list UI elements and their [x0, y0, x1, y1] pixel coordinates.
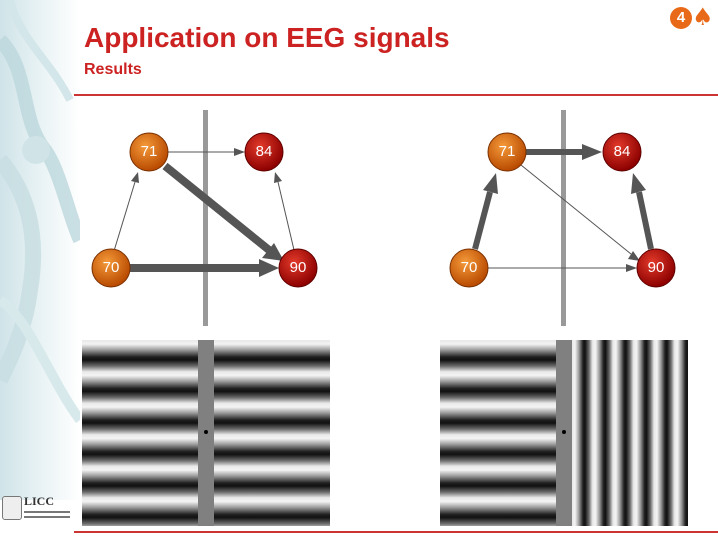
- arrowhead: [259, 259, 279, 277]
- arrowhead: [582, 144, 602, 160]
- edge-90-84: [277, 181, 295, 251]
- node-label-71: 71: [140, 143, 158, 160]
- node-84: [244, 132, 284, 172]
- node-71: [129, 132, 169, 172]
- grating-left: [82, 340, 198, 526]
- arrowhead: [631, 173, 646, 194]
- node-70: [91, 248, 131, 288]
- slide-subtitle: Results: [84, 61, 142, 78]
- node-90: [636, 248, 676, 288]
- edge-70-71: [113, 181, 136, 252]
- arrowhead: [628, 251, 640, 261]
- node-84: [602, 132, 642, 172]
- page-number: 4: [670, 7, 692, 29]
- connectivity-graph-2: 71 84 70 90: [445, 110, 685, 330]
- separator-bar: [561, 110, 566, 326]
- separator-bar: [203, 110, 208, 326]
- logo: LICC: [2, 494, 76, 524]
- edge-70-71: [472, 191, 493, 250]
- edge-71-90: [162, 162, 272, 254]
- node-71: [487, 132, 527, 172]
- grating-left: [440, 340, 556, 526]
- logo-rule: [24, 511, 70, 513]
- node-label-71: 71: [498, 143, 516, 160]
- edge-90-84: [636, 191, 654, 250]
- logo-text: LICC: [24, 494, 55, 508]
- slide-title: Application on EEG signals: [84, 22, 450, 53]
- graph-2-canvas: [449, 110, 676, 326]
- node-label-70: 70: [460, 259, 478, 276]
- node-90: [278, 248, 318, 288]
- grating-right: [572, 340, 688, 526]
- fixation-point: [562, 430, 566, 434]
- footer-divider: [74, 531, 718, 533]
- graph-1-canvas: [91, 110, 318, 326]
- node-label-90: 90: [289, 259, 307, 276]
- node-label-84: 84: [613, 143, 631, 160]
- node-label-84: 84: [255, 143, 273, 160]
- arrowhead: [262, 243, 284, 261]
- arrowhead: [234, 148, 245, 156]
- fixation-point: [204, 430, 208, 434]
- arrowhead: [626, 264, 637, 272]
- logo-rule: [24, 516, 70, 518]
- page-badge: 4 ♠: [670, 3, 716, 32]
- stimulus-image-2: [440, 340, 688, 526]
- crest-icon: [2, 496, 22, 520]
- header-divider: [74, 94, 718, 96]
- stimulus-image-1: [82, 340, 330, 526]
- arrowhead: [131, 172, 139, 183]
- connectivity-graph-1: 71 84 70 90: [87, 110, 327, 330]
- node-label-90: 90: [647, 259, 665, 276]
- spade-icon: ♠: [692, 3, 714, 31]
- arrowhead: [483, 173, 498, 194]
- edge-71-90: [520, 164, 632, 255]
- grating-right: [214, 340, 330, 526]
- arrowhead: [274, 172, 282, 183]
- node-70: [449, 248, 489, 288]
- node-label-70: 70: [102, 259, 120, 276]
- decorative-neuron-background: [0, 0, 87, 500]
